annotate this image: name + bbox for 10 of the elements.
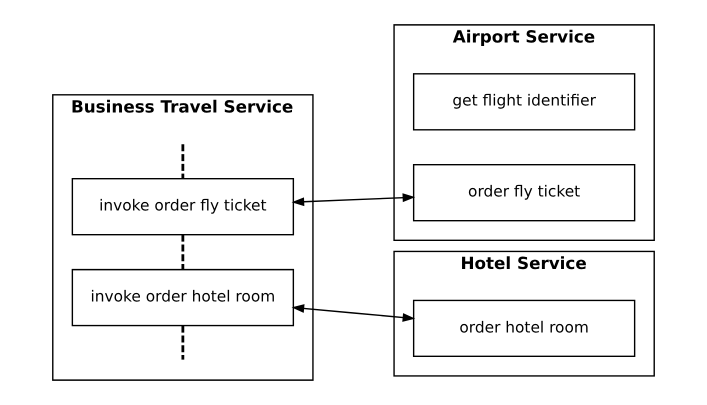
node-box: order fly ticket [412, 164, 636, 222]
node-box: order hotel room [412, 300, 636, 358]
node-box: get flight identifier [412, 73, 636, 130]
node-box: invoke order hotel room [72, 268, 294, 326]
arrow [292, 304, 416, 322]
connector [181, 234, 184, 270]
node-box: invoke order fly ticket [72, 178, 294, 236]
connector [181, 326, 184, 360]
arrow [292, 193, 416, 206]
connector [181, 144, 184, 179]
